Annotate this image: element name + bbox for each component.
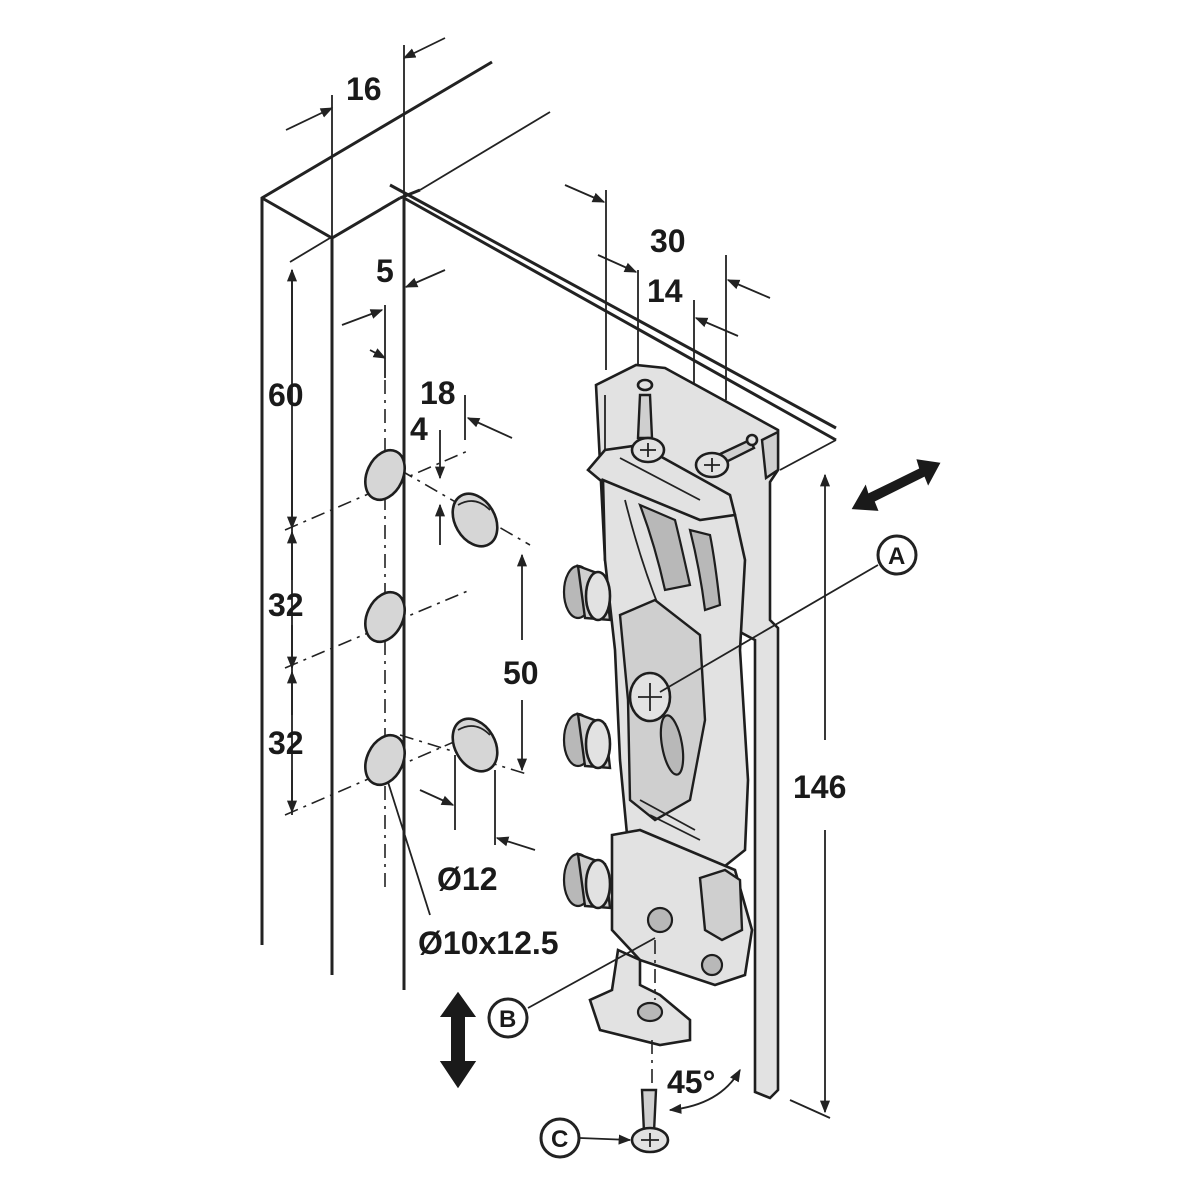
- dim-label-18: 18: [420, 375, 456, 411]
- cabinet-panel: [260, 60, 837, 990]
- dim-label-4: 4: [410, 411, 428, 447]
- dim-label-32a: 32: [268, 587, 304, 623]
- dim-label-d12: Ø12: [437, 861, 497, 897]
- callout-label-a: A: [888, 543, 905, 570]
- callout-label-c: C: [551, 1126, 568, 1153]
- dowel-bottom: [562, 852, 612, 910]
- dim-label-32b: 32: [268, 725, 304, 761]
- callout-label-b: B: [499, 1006, 516, 1033]
- screw-top-angled: [694, 433, 759, 479]
- dim-label-14: 14: [647, 273, 683, 309]
- dim-vertical-stack: 60 32 32: [268, 237, 331, 815]
- dim-30-14: 30 14: [564, 184, 771, 445]
- front-holes: [364, 448, 406, 787]
- dim-label-d10x125: Ø10x12.5: [418, 925, 559, 961]
- dim-d10x125: Ø10x12.5: [387, 781, 559, 961]
- dim-d12: Ø12: [419, 755, 536, 897]
- callout-c: C: [539, 1117, 632, 1159]
- dim-label-16: 16: [346, 71, 382, 107]
- dim-label-146: 146: [793, 769, 846, 805]
- dowels: [562, 564, 612, 910]
- dim-label-50: 50: [503, 655, 539, 691]
- hole-center-lines: [284, 380, 531, 890]
- depth-adjust-arrow-icon: [848, 456, 944, 514]
- lower-hook: [588, 948, 692, 1047]
- angle-45: 45°: [667, 1064, 741, 1114]
- hole-1: [364, 448, 406, 502]
- callout-b: B: [487, 937, 656, 1039]
- hanger-body: [586, 443, 754, 1047]
- dim-16: 16: [285, 37, 446, 238]
- dowel-top: [562, 564, 612, 622]
- screw-c: [630, 1088, 670, 1154]
- dim-label-60: 60: [268, 377, 304, 413]
- hole-upper: [451, 492, 499, 548]
- screw-a-adjust: [628, 671, 672, 723]
- dim-50: 50: [503, 553, 539, 772]
- dim-146: 146: [779, 439, 846, 1119]
- hole-lower: [451, 717, 499, 773]
- dim-5: 5: [341, 253, 446, 378]
- screw-top-vertical: [630, 378, 666, 464]
- lower-clamp: [610, 828, 754, 987]
- hole-3: [364, 733, 406, 787]
- dim-18-4: 18 4: [369, 348, 513, 545]
- inner-holes: [451, 492, 499, 773]
- callout-a: A: [659, 534, 918, 693]
- dim-label-30: 30: [650, 223, 686, 259]
- angle-label-45: 45°: [667, 1064, 715, 1100]
- height-adjust-arrow-icon: [436, 988, 480, 1092]
- dim-label-5: 5: [376, 253, 394, 289]
- hole-2: [364, 590, 406, 644]
- dowel-middle: [562, 712, 612, 770]
